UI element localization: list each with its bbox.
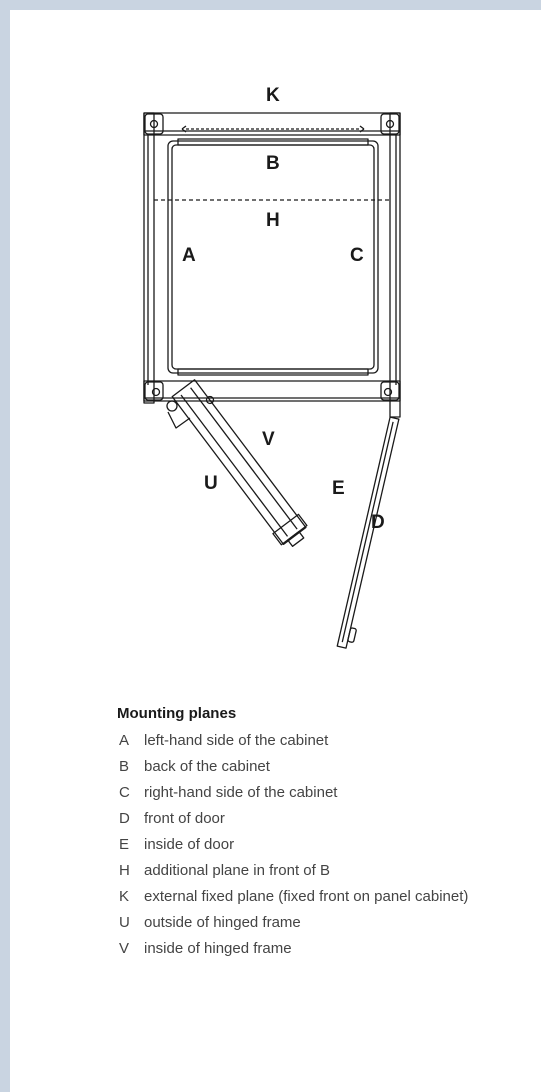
right-wall <box>389 112 401 418</box>
cabinet-diagram: K B H A C V U E D <box>143 85 401 649</box>
legend-desc: front of door <box>144 810 225 827</box>
legend-key: H <box>119 862 130 879</box>
corner-post-bottom-right <box>380 381 400 401</box>
legend-key: K <box>119 888 130 905</box>
hinged-frame <box>171 379 308 547</box>
label-u: U <box>204 473 218 494</box>
left-wall <box>143 112 155 404</box>
legend-desc: additional plane in front of B <box>144 862 330 879</box>
legend-key: U <box>119 914 130 931</box>
legend-desc: outside of hinged frame <box>144 914 301 931</box>
label-d: D <box>371 512 385 533</box>
legend-key: E <box>119 836 130 853</box>
corner-hole-bottom-right <box>383 387 393 397</box>
label-k: K <box>266 85 280 106</box>
label-b: B <box>266 153 280 174</box>
legend-item: E inside of door <box>117 834 517 856</box>
legend-key: D <box>119 810 130 827</box>
corner-post-bottom-left <box>144 381 164 401</box>
label-c: C <box>350 245 364 266</box>
legend-item: U outside of hinged frame <box>117 912 517 934</box>
legend-item: D front of door <box>117 808 517 830</box>
legend-desc: inside of hinged frame <box>144 940 292 957</box>
legend-item: H additional plane in front of B <box>117 860 517 882</box>
legend-list: A left-hand side of the cabinet B back o… <box>117 730 517 960</box>
legend-item: B back of the cabinet <box>117 756 517 778</box>
legend-item: C right-hand side of the cabinet <box>117 782 517 804</box>
hinge-knuckle-left <box>166 400 178 412</box>
label-h: H <box>266 210 280 231</box>
legend-desc: inside of door <box>144 836 235 853</box>
legend: Mounting planes A left-hand side of the … <box>117 705 517 964</box>
label-e: E <box>332 478 345 499</box>
hinge-knuckle-right <box>205 395 215 405</box>
mounting-plate <box>167 140 379 374</box>
top-rail <box>143 112 401 136</box>
label-v: V <box>262 429 275 450</box>
label-a: A <box>182 245 196 266</box>
door <box>336 416 400 649</box>
legend-desc: left-hand side of the cabinet <box>144 732 329 749</box>
frame-left-border <box>0 0 10 1092</box>
legend-key: C <box>119 784 130 801</box>
legend-title: Mounting planes <box>117 705 237 722</box>
legend-key: B <box>119 758 130 775</box>
bottom-rail <box>143 380 401 402</box>
legend-key: V <box>119 940 130 957</box>
legend-desc: back of the cabinet <box>144 758 270 775</box>
legend-desc: external fixed plane (fixed front on pan… <box>144 888 469 905</box>
legend-item: V inside of hinged frame <box>117 938 517 960</box>
legend-desc: right-hand side of the cabinet <box>144 784 338 801</box>
legend-item: A left-hand side of the cabinet <box>117 730 517 752</box>
legend-item: K external fixed plane (fixed front on p… <box>117 886 517 908</box>
corner-hole-bottom-left <box>151 387 161 397</box>
legend-key: A <box>119 732 130 749</box>
frame-top-border <box>0 0 541 10</box>
